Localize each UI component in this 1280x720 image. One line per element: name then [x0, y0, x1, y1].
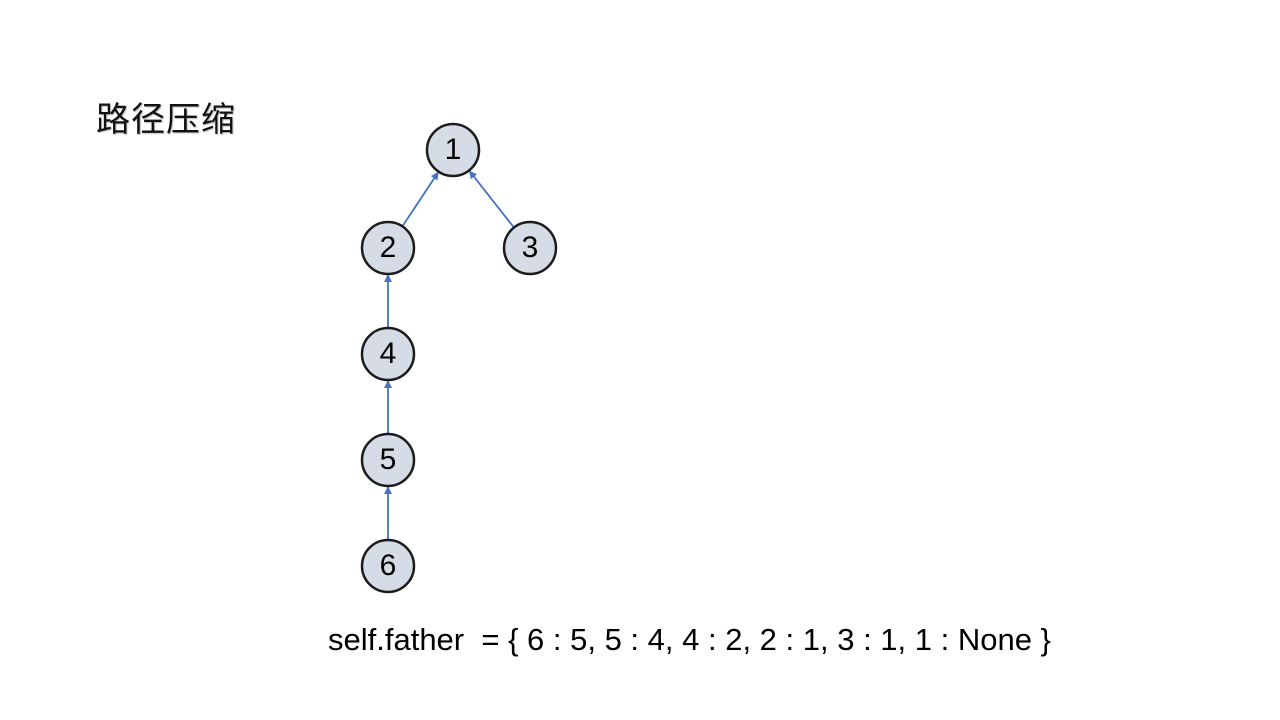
node-circle — [360, 326, 416, 382]
tree-node-5: 5 — [360, 432, 416, 488]
edges-layer — [384, 170, 515, 540]
tree-node-4: 4 — [360, 326, 416, 382]
tree-node-6: 6 — [360, 538, 416, 594]
node-circle — [360, 432, 416, 488]
node-label: 4 — [380, 337, 397, 370]
edge-2-to-1 — [401, 171, 439, 227]
nodes-layer: 1 2 3 4 5 6 — [360, 122, 558, 594]
node-circle — [360, 538, 416, 594]
node-label: 3 — [522, 231, 539, 264]
slide-title: 路径压缩 — [96, 100, 236, 140]
node-label: 1 — [445, 133, 462, 166]
node-circle — [425, 122, 481, 178]
node-circle — [502, 220, 558, 276]
father-dict-text: self.father = { 6 : 5, 5 : 4, 4 : 2, 2 :… — [328, 622, 1051, 657]
edge-3-to-1 — [468, 170, 515, 229]
node-label: 6 — [380, 549, 397, 582]
node-circle — [360, 220, 416, 276]
tree-node-1: 1 — [425, 122, 481, 178]
node-label: 2 — [380, 231, 397, 264]
tree-node-3: 3 — [502, 220, 558, 276]
node-label: 5 — [380, 443, 397, 476]
tree-node-2: 2 — [360, 220, 416, 276]
